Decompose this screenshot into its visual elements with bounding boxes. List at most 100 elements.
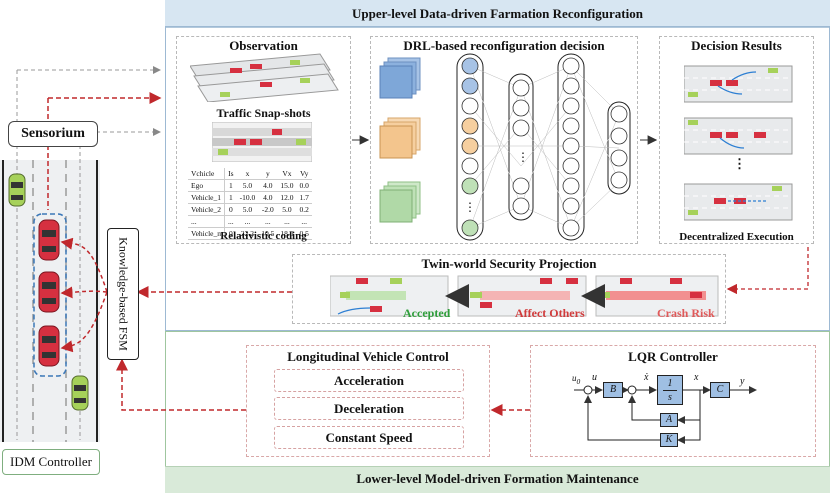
lqr-title: LQR Controller (628, 349, 718, 364)
traffic-snapshot-stack (190, 53, 339, 102)
table-row: Ego 1 5.0 4.0 15.0 0.0 (188, 179, 312, 192)
lqr-block-integrator: 1 s (657, 375, 683, 405)
signal-y: y (740, 376, 745, 387)
fsm-arrow-1 (60, 237, 108, 293)
table-cell: 18.0 (277, 227, 297, 240)
fsm-label: Knowledge-based FSM (116, 237, 131, 351)
table-cell: 5.0 (277, 203, 297, 216)
table-cell: ... (258, 215, 278, 228)
table-cell: 1 (224, 191, 237, 204)
coordinate-table: Vchicle Is x y Vx Vy Ego 1 5.0 4.0 15.0 … (188, 168, 312, 240)
decision-ellipsis: ⋮ (733, 156, 746, 171)
road-vehicles (8, 173, 89, 411)
table-header: y (258, 168, 278, 180)
input-stack-green (379, 181, 421, 223)
twin-accepted-label: Accepted (403, 306, 451, 320)
drl-ellipsis-1: ⋮ (464, 200, 476, 214)
formation-group-box (33, 213, 67, 377)
table-cell: 0 (224, 203, 237, 216)
upper-level-title: Upper-level Data-driven Farmation Reconf… (352, 6, 643, 21)
table-cell: 1 (224, 179, 237, 192)
table-cell: 0.2 (296, 203, 312, 216)
table-header: Vchicle (188, 168, 225, 180)
table-cell: Vehicle_n (188, 227, 225, 240)
fsm-arrow-3 (60, 291, 108, 353)
table-header: Is (224, 168, 237, 180)
vehicle-green-bottom (71, 375, 89, 411)
lqr-block-a: A (660, 413, 678, 427)
lqr-block-k: K (660, 433, 678, 447)
table-cell: 0.0 (296, 179, 312, 192)
table-cell: Vehicle_2 (188, 203, 225, 216)
lqr-block-diagram (574, 385, 757, 444)
fsm-arrow-2 (60, 286, 108, 299)
signal-u0-base: u (572, 373, 577, 383)
table-cell: ... (236, 215, 259, 228)
table-cell: ... (296, 215, 312, 228)
table-row: Vehicle_n 0 22.2 10.5 18.0 0.5 (188, 227, 312, 240)
lqr-block-c: C (710, 382, 730, 398)
signal-x: x (694, 372, 699, 383)
neural-network (379, 53, 631, 241)
table-cell: 12.0 (277, 191, 297, 204)
signal-xdot: ẋ (644, 372, 649, 383)
table-cell: 5.0 (236, 179, 259, 192)
upper-level-banner (165, 0, 830, 28)
table-cell: 4.0 (258, 179, 278, 192)
table-cell: ... (277, 215, 297, 228)
table-cell: 0.5 (296, 227, 312, 240)
decision-title: Decision Results (691, 38, 782, 53)
lower-level-banner (165, 466, 830, 493)
snapshots-label: Traffic Snap-shots (216, 106, 311, 120)
table-cell: 15.0 (277, 179, 297, 192)
table-cell: Ego (188, 179, 225, 192)
signal-u: u (592, 372, 597, 383)
scenario-3 (684, 183, 793, 221)
table-header: Vy (296, 168, 312, 180)
fsm-box: Knowledge-based FSM (107, 228, 139, 360)
table-cell: 0 (224, 227, 237, 240)
coding-label: Relativistic coding (220, 230, 307, 242)
table-cell: 10.5 (258, 227, 278, 240)
decision-scenarios (684, 65, 793, 221)
drl-ellipsis-2: ⋮ (517, 150, 529, 164)
twin-crash-scene (595, 275, 719, 317)
table-row: Vehicle_2 0 5.0 -2.0 5.0 0.2 (188, 203, 312, 216)
control-acceleration: Acceleration (274, 369, 464, 392)
integrator-den: s (668, 392, 672, 403)
scenario-1 (684, 65, 793, 103)
control-constant-speed: Constant Speed (274, 426, 464, 449)
table-cell: -10.0 (236, 191, 259, 204)
signal-u0-sub: 0 (576, 376, 581, 386)
vehicle-green-top (8, 173, 26, 207)
twin-accepted-scene (330, 275, 449, 317)
vehicle-red-1 (38, 219, 60, 261)
twin-affect-scene (457, 275, 587, 317)
drl-title: DRL-based reconfiguration decision (403, 38, 605, 53)
input-stack-orange (379, 117, 421, 159)
lqr-block-b: B (603, 382, 623, 398)
idm-controller-box: IDM Controller (2, 449, 100, 475)
input-stack-blue (379, 57, 421, 99)
vehicle-red-3 (38, 325, 60, 367)
vehicle-red-2 (38, 271, 60, 313)
table-cell: 4.0 (258, 191, 278, 204)
table-row: ... ... ... ... ... ... (188, 215, 312, 228)
longitudinal-title: Longitudinal Vehicle Control (287, 349, 449, 364)
decision-execution-label: Decentralized Execution (679, 231, 794, 243)
table-cell: -2.0 (258, 203, 278, 216)
table-cell: ... (224, 215, 237, 228)
twin-affect-label: Affect Others (515, 306, 585, 320)
twin-title: Twin-world Security Projection (421, 256, 597, 271)
table-row: Vehicle_1 1 -10.0 4.0 12.0 1.7 (188, 191, 312, 204)
table-header-row: Vchicle Is x y Vx Vy (188, 168, 312, 180)
table-cell: 22.2 (236, 227, 259, 240)
control-deceleration: Deceleration (274, 397, 464, 420)
table-cell: ... (188, 215, 225, 228)
twin-scenarios (330, 275, 719, 317)
scenario-2 (684, 117, 793, 155)
arrow-control-to-fsm (116, 358, 246, 411)
integrator-num: 1 (663, 378, 677, 391)
table-header: x (236, 168, 259, 180)
